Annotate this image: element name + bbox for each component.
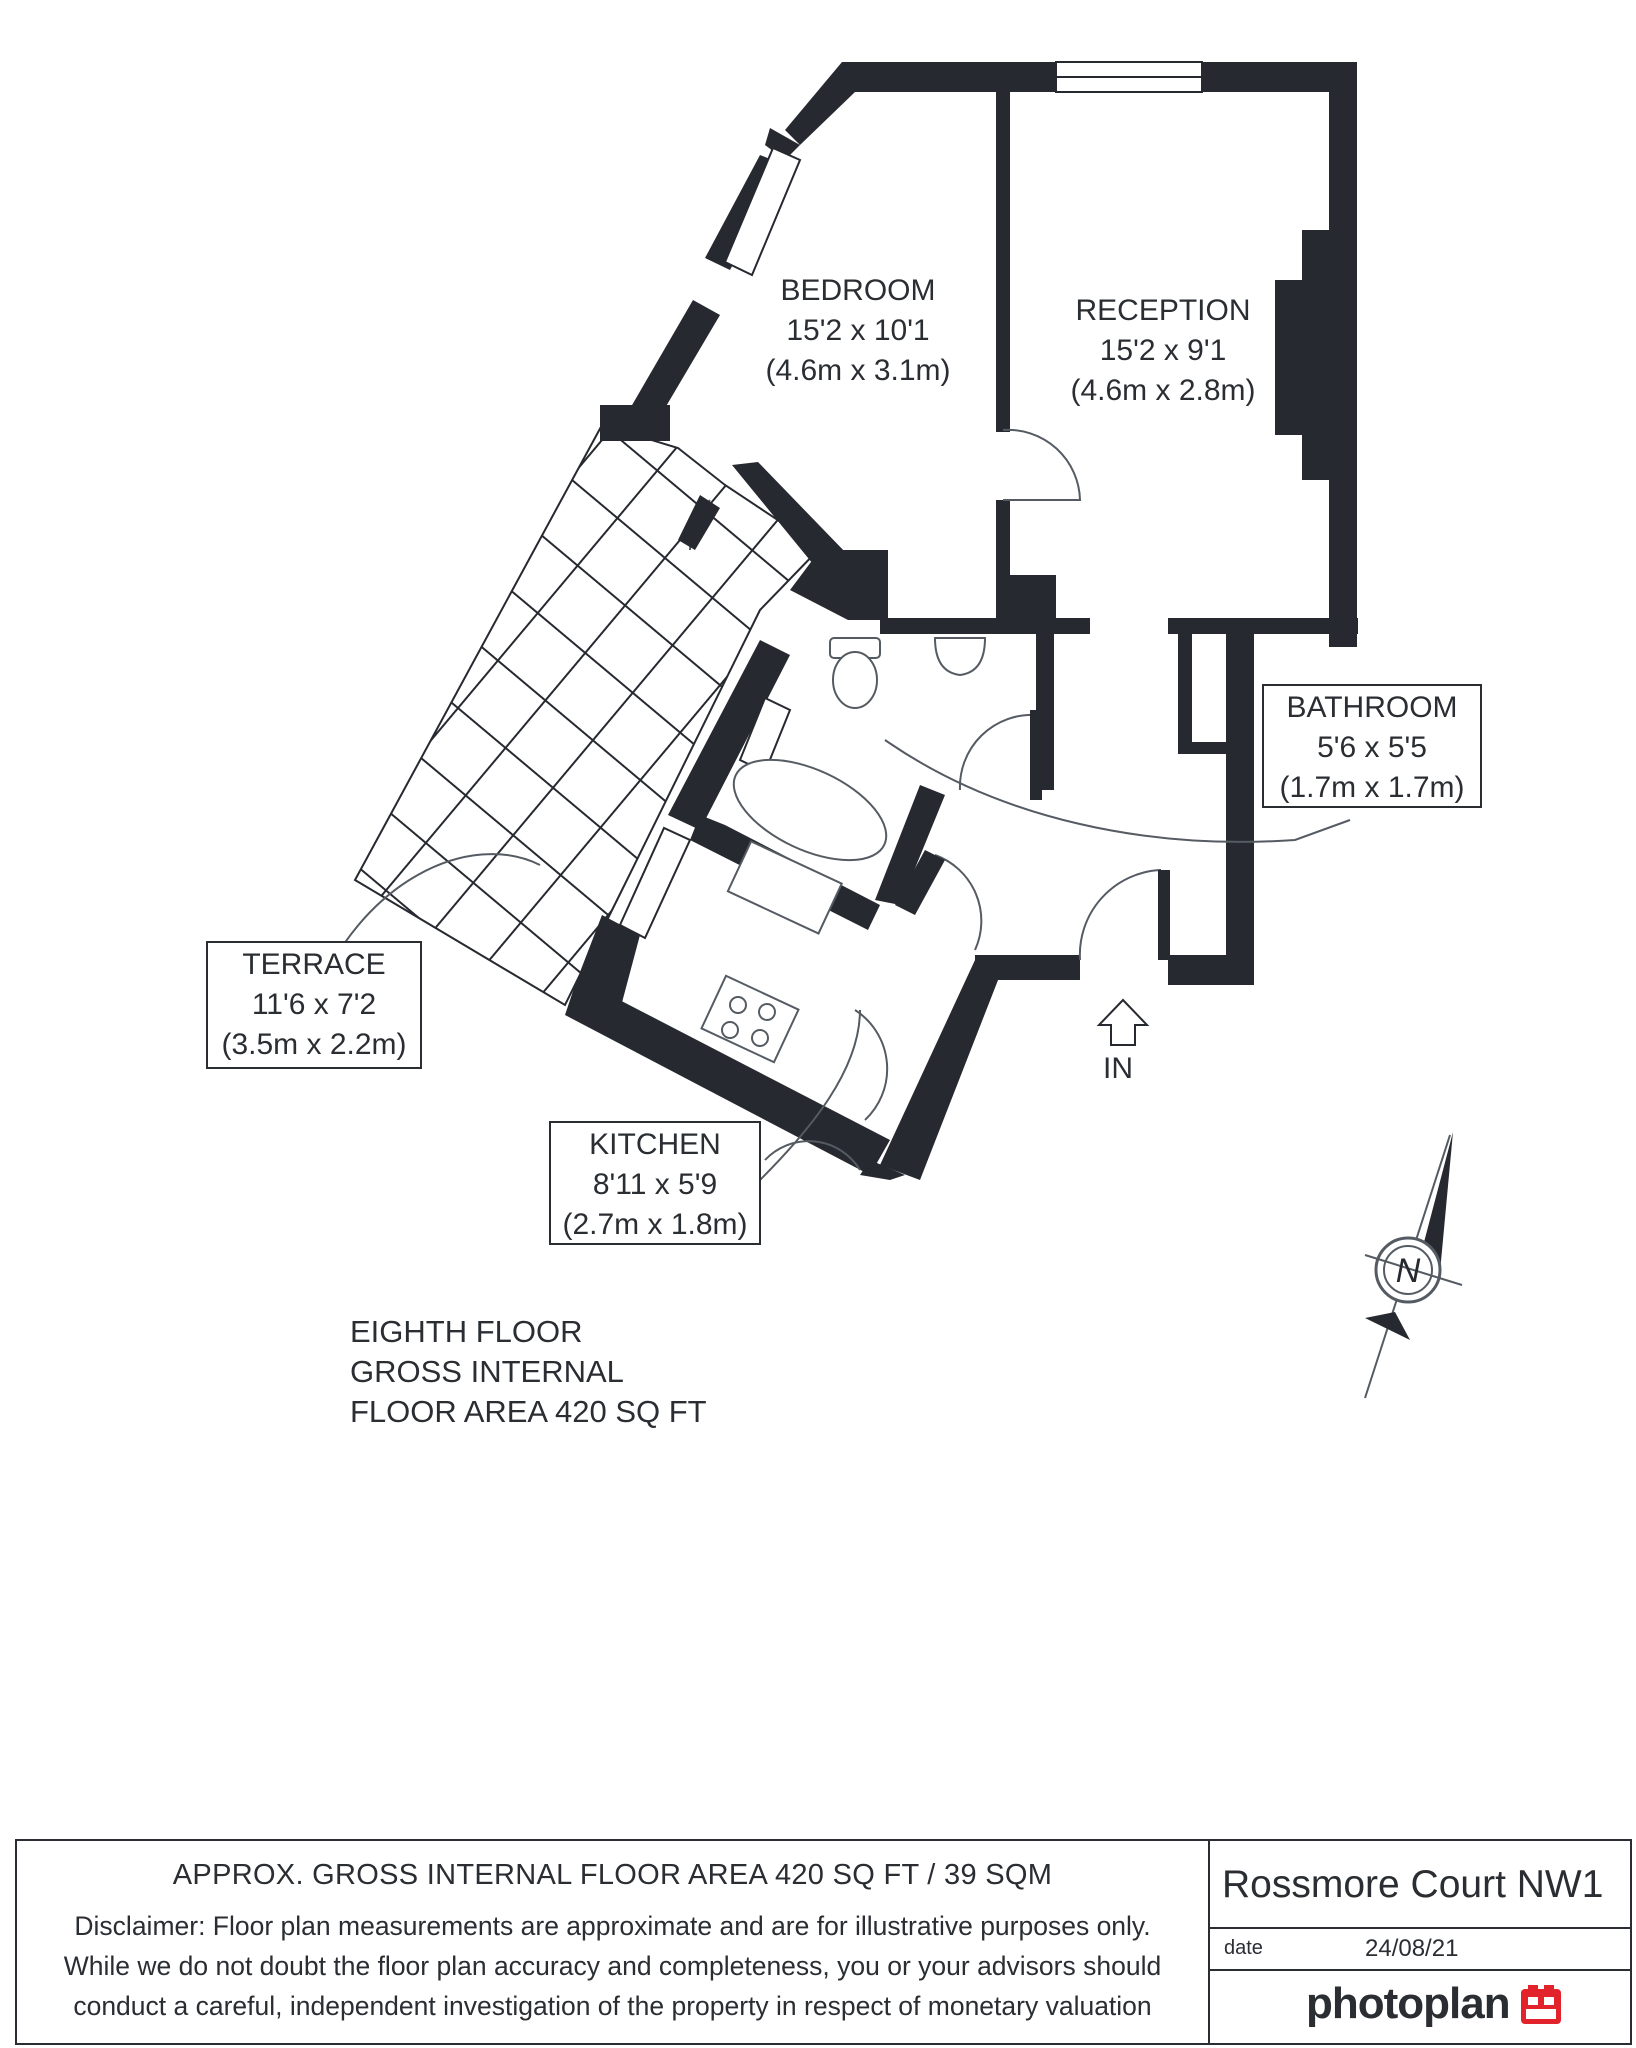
footer: APPROX. GROSS INTERNAL FLOOR AREA 420 SQ… (15, 1839, 1632, 2045)
room-size-metric: (4.6m x 3.1m) (765, 354, 950, 387)
floor-summary-line: GROSS INTERNAL (350, 1354, 624, 1389)
room-name: BEDROOM (780, 274, 935, 307)
room-size-imperial: 5'6 x 5'5 (1317, 731, 1427, 764)
floor-summary: EIGHTH FLOOR GROSS INTERNAL FLOOR AREA 4… (350, 1312, 707, 1432)
reception-label: RECEPTION 15'2 x 9'1 (4.6m x 2.8m) (1070, 294, 1255, 407)
windows (618, 61, 1203, 940)
room-size-metric: (2.7m x 1.8m) (562, 1208, 748, 1241)
date-label: date (1224, 1937, 1263, 1959)
disclaimer-line: Disclaimer: Floor plan measurements are … (74, 1911, 1151, 1941)
room-size-metric: (1.7m x 1.7m) (1279, 771, 1465, 804)
disclaimer: Disclaimer: Floor plan measurements are … (17, 1906, 1208, 2026)
bedroom-label: BEDROOM 15'2 x 10'1 (4.6m x 3.1m) (765, 274, 950, 387)
room-name: RECEPTION (1075, 294, 1250, 327)
date-value: 24/08/21 (1365, 1935, 1459, 1962)
fixtures (700, 637, 987, 1064)
disclaimer-line: While we do not doubt the floor plan acc… (63, 1951, 1162, 1981)
floor-summary-line: FLOOR AREA 420 SQ FT (350, 1394, 707, 1429)
room-size-imperial: 8'11 x 5'9 (592, 1168, 718, 1201)
kitchen-label-box: KITCHEN 8'11 x 5'9 (2.7m x 1.8m) (549, 1121, 761, 1245)
brand-row: photoplan (1210, 1971, 1630, 2045)
room-name: BATHROOM (1286, 691, 1458, 724)
room-size-imperial: 15'2 x 9'1 (1100, 334, 1227, 367)
room-size-imperial: 15'2 x 10'1 (786, 314, 929, 347)
room-size-metric: (4.6m x 2.8m) (1070, 374, 1255, 407)
room-size-metric: (3.5m x 2.2m) (221, 1028, 407, 1061)
gross-area-statement: APPROX. GROSS INTERNAL FLOOR AREA 420 SQ… (172, 1859, 1053, 1891)
room-size-imperial: 11'6 x 7'2 (251, 988, 377, 1021)
date-row: date 24/08/21 (1210, 1929, 1630, 1971)
property-name: Rossmore Court NW1 (1210, 1841, 1630, 1929)
footer-info: APPROX. GROSS INTERNAL FLOOR AREA 420 SQ… (17, 1841, 1210, 2043)
terrace-label-box: TERRACE 11'6 x 7'2 (3.5m x 2.2m) (206, 941, 422, 1069)
entrance-arrow-icon (1096, 998, 1150, 1046)
room-name: KITCHEN (589, 1128, 721, 1161)
bathroom-label-box: BATHROOM 5'6 x 5'5 (1.7m x 1.7m) (1262, 684, 1482, 808)
compass-north-label: N (1396, 1252, 1421, 1290)
entrance-label: IN (1103, 1052, 1133, 1085)
footer-meta: Rossmore Court NW1 date 24/08/21 photopl… (1210, 1841, 1630, 2043)
brand-name: photoplan (1306, 1979, 1511, 2028)
disclaimer-line: conduct a careful, independent investiga… (73, 1991, 1152, 2021)
room-name: TERRACE (242, 948, 386, 981)
compass-icon: N (1364, 1132, 1463, 1399)
photoplan-logo-icon (1521, 1985, 1561, 2024)
floor-summary-line: EIGHTH FLOOR (350, 1314, 583, 1349)
floor-plan: BEDROOM 15'2 x 10'1 (4.6m x 3.1m) RECEPT… (311, 61, 1463, 1399)
